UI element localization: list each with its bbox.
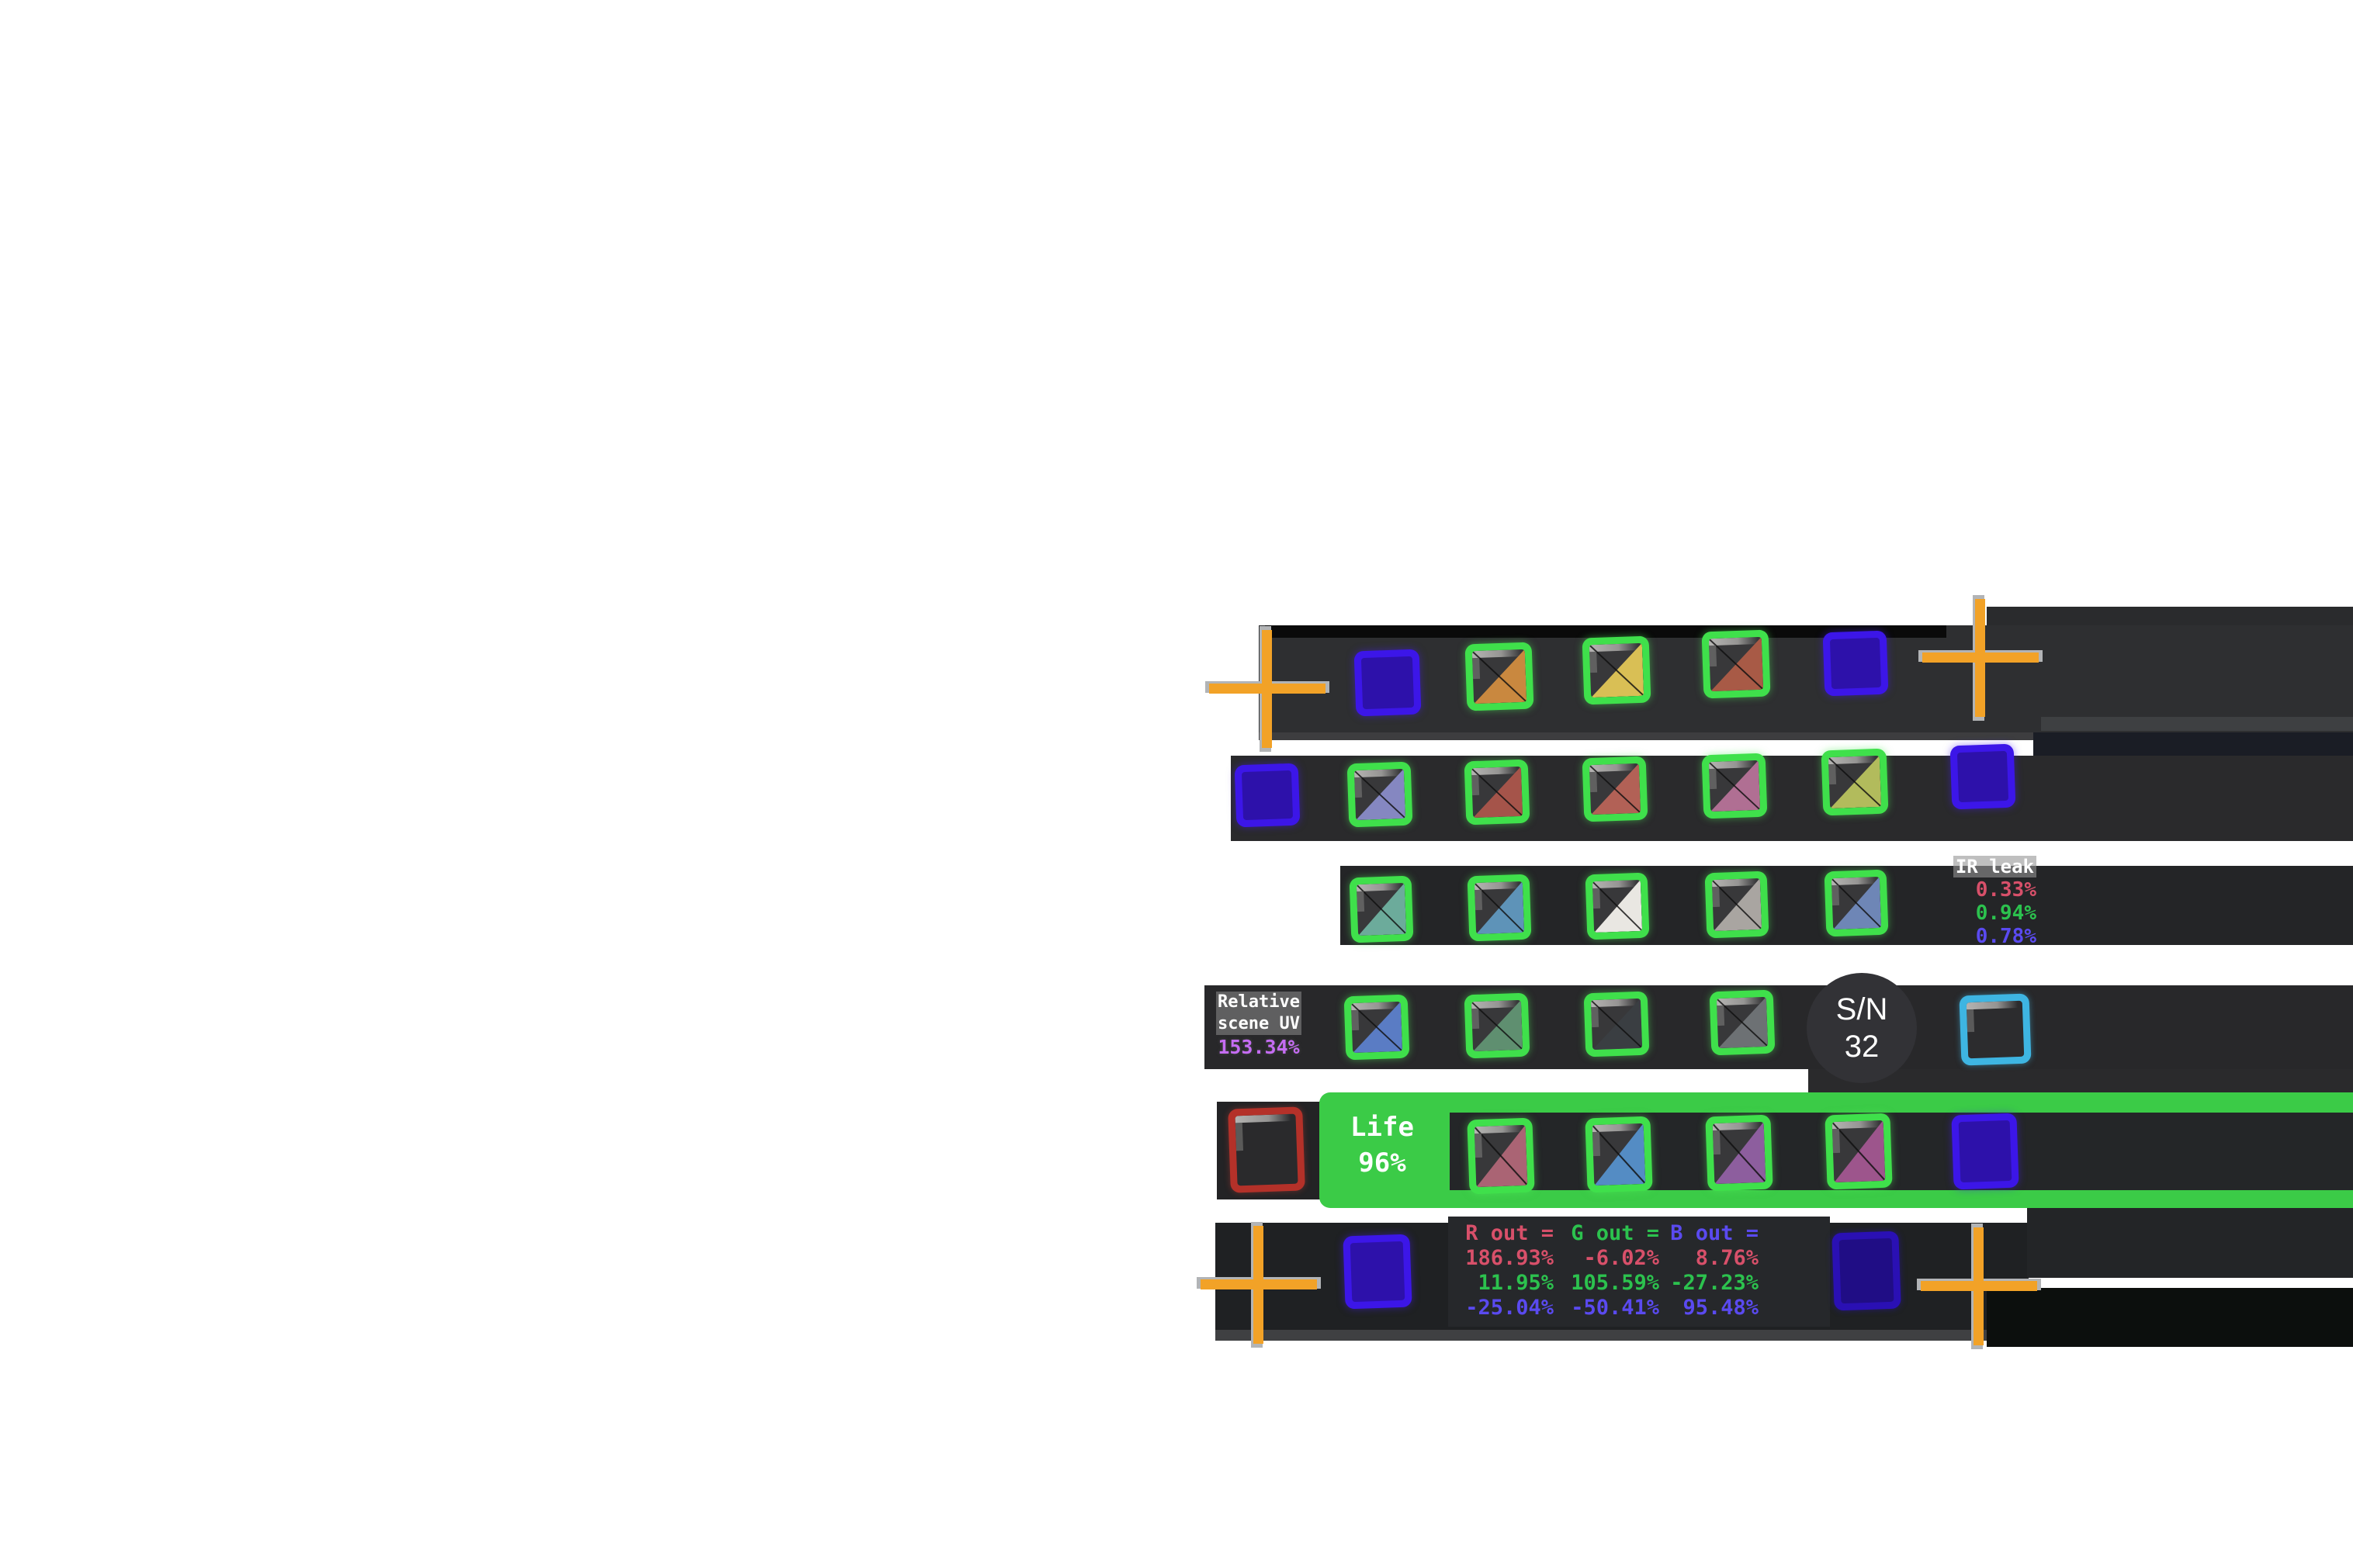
sn-value: 32 [1844, 1030, 1880, 1064]
signal-to-noise-badge: S/N 32 [1807, 973, 1917, 1083]
g-out-column: G out = -6.02% 105.59% -50.41% [1561, 1221, 1659, 1321]
relative-scene-uv-value: 153.34% [1218, 1036, 1300, 1058]
rgb-output-panel: R out = 186.93% 11.95% -25.04% G out = -… [1448, 1217, 1830, 1327]
r-out-green: 11.95% [1478, 1271, 1554, 1295]
crosshair-horizontal-bar [1921, 1281, 2037, 1291]
crosshair-horizontal-bar [1922, 652, 2039, 663]
sn-label: S/N [1835, 992, 1888, 1026]
g-out-header: G out = [1571, 1221, 1659, 1245]
g-out-green: 105.59% [1571, 1271, 1659, 1295]
ir-leak-green-value: 0.94% [1975, 902, 2036, 925]
r-out-blue: -25.04% [1465, 1296, 1554, 1320]
g-out-blue: -50.41% [1571, 1296, 1659, 1320]
life-label: Life [1350, 1112, 1414, 1143]
b-out-column: B out = 8.76% -27.23% 95.48% [1661, 1221, 1759, 1321]
bar-row4-right-bridge [1808, 1069, 2353, 1094]
b-out-blue: 95.48% [1682, 1296, 1759, 1320]
relative-scene-uv-line1: Relative [1216, 992, 1301, 1013]
crosshair-horizontal-bar [1201, 1279, 1317, 1289]
bar-row6-right-upper [2027, 1208, 2353, 1278]
ir-leak-blue-value: 0.78% [1975, 925, 2036, 948]
bar-row1-bottom-strip [1259, 732, 2353, 740]
ir-leak-red-value: 0.33% [1975, 878, 2036, 902]
bar-row2-right-gray-strip [2041, 717, 2353, 731]
b-out-red: 8.76% [1695, 1246, 1759, 1270]
ir-leak-title: IR leak [1953, 856, 2036, 877]
bar-row1-black-strip [1265, 625, 1946, 638]
b-out-header: B out = [1670, 1221, 1759, 1245]
bar-row6-right-black [1987, 1288, 2353, 1347]
g-out-red: -6.02% [1583, 1246, 1659, 1270]
ir-leak-readout: IR leak 0.33% 0.94% 0.78% [1934, 855, 2036, 948]
bar-row2 [1231, 756, 2353, 841]
b-out-green: -27.23% [1670, 1271, 1759, 1295]
crosshair-horizontal-bar [1209, 684, 1326, 694]
relative-scene-uv-readout: Relative scene UV 153.34% [1203, 992, 1315, 1058]
r-out-column: R out = 186.93% 11.95% -25.04% [1456, 1221, 1554, 1321]
bar-row6-bottom-strip [1215, 1330, 2029, 1341]
relative-scene-uv-line2: scene UV [1216, 1013, 1301, 1035]
r-out-red: 186.93% [1465, 1246, 1554, 1270]
life-badge: Life 96% [1319, 1109, 1445, 1181]
r-out-header: R out = [1465, 1221, 1554, 1245]
life-value: 96% [1358, 1147, 1406, 1179]
